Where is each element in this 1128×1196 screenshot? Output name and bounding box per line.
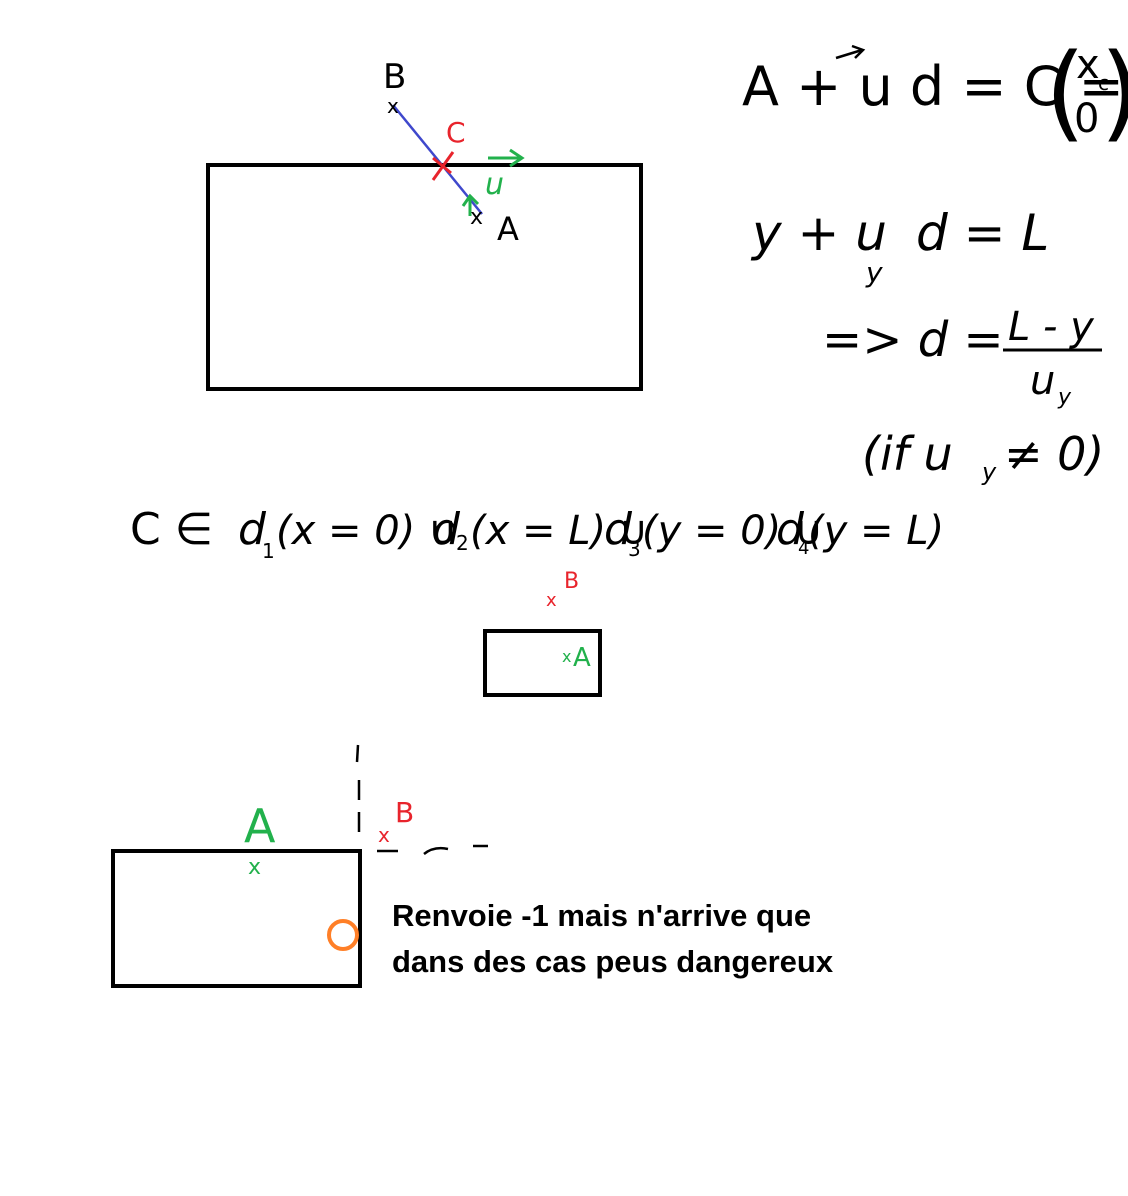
- mark-b-2: x: [546, 590, 557, 611]
- caption-line-1: Renvoie -1 mais n'arrive que: [392, 898, 812, 933]
- d3-sub: 3: [628, 537, 641, 561]
- d3-condition: (y = 0) ∪: [642, 508, 823, 554]
- figure-ray-intersection: B x C u x A: [206, 57, 643, 391]
- d1-symbol: d: [238, 504, 267, 555]
- mark-a-3: x: [248, 855, 261, 880]
- fraction-denominator-sub: y: [1057, 385, 1072, 410]
- mark-a-2: x: [562, 647, 571, 666]
- d2-condition: (x = L) ∪: [470, 508, 648, 554]
- rectangle-corner: [111, 849, 362, 988]
- mark-b-3: x: [378, 823, 390, 847]
- caption-line-2: dans des cas peus dangereux: [392, 944, 834, 979]
- equation-line-2-rhs: d = L: [916, 204, 1049, 262]
- label-c: C: [446, 116, 466, 149]
- label-u: u: [485, 167, 504, 202]
- equation-line-4: (if u: [862, 427, 953, 481]
- equation-line-3: => d =: [822, 312, 1004, 368]
- label-b: B: [383, 57, 406, 97]
- ray-ab: [392, 104, 483, 215]
- fraction-denominator: u: [1030, 358, 1055, 404]
- dashed-extension-horizontal: [377, 844, 488, 856]
- mark-b: x: [387, 94, 399, 118]
- union-of-lines: C ∈ d 1 (x = 0) ∪ d 2 (x = L) ∪ d 3 (y =…: [130, 504, 944, 563]
- rectangle-large: [206, 163, 643, 391]
- caption: Renvoie -1 mais n'arrive que dans des ca…: [392, 893, 1072, 985]
- equation-line-4-sub: y: [981, 458, 997, 486]
- fraction-numerator: L - y: [1008, 304, 1095, 350]
- label-a-2: A: [573, 643, 591, 673]
- label-b-3: B: [395, 796, 414, 829]
- equation-line-4-rhs: ≠ 0): [1004, 427, 1104, 481]
- arrow-up-icon: [461, 193, 480, 216]
- figure-small-rectangle: x B x A: [483, 569, 602, 697]
- d4-condition: (y = L): [808, 508, 944, 554]
- c-element-of: C ∈: [130, 504, 213, 555]
- vector-arrow-icon: [835, 44, 866, 60]
- equation-line-2: y + u: [750, 204, 887, 262]
- equation-line-1: A + u d = C =: [742, 55, 1124, 118]
- paren-right: ): [1100, 31, 1128, 153]
- d4-sub: 4: [798, 538, 809, 559]
- vector-bottom: 0: [1074, 96, 1099, 142]
- label-a: A: [497, 210, 519, 248]
- d1-condition: (x = 0) ∪: [276, 508, 457, 554]
- mark-a: x: [470, 205, 483, 230]
- vector-top-sub: c: [1098, 71, 1109, 95]
- d2-symbol: d: [432, 504, 461, 555]
- d4-symbol: d: [776, 504, 805, 555]
- equations: A + u d = C = ( x c 0 ) y + u y d = L =>…: [742, 31, 1128, 486]
- label-b-2: B: [564, 569, 579, 594]
- highlight-circle: [327, 919, 359, 951]
- dashed-extension-vertical: [355, 744, 361, 832]
- vector-top: x: [1076, 42, 1100, 88]
- d3-symbol: d: [604, 504, 633, 555]
- paren-left: (: [1045, 31, 1086, 153]
- equation-line-2-sub: y: [865, 256, 883, 289]
- rectangle-small: [483, 629, 602, 697]
- d1-sub: 1: [262, 539, 275, 563]
- arrow-right-icon: [488, 148, 525, 168]
- figure-corner-case: A x x B: [111, 744, 488, 988]
- label-a-3: A: [244, 799, 276, 853]
- d2-sub: 2: [456, 531, 469, 555]
- intersection-mark-c: [431, 151, 455, 181]
